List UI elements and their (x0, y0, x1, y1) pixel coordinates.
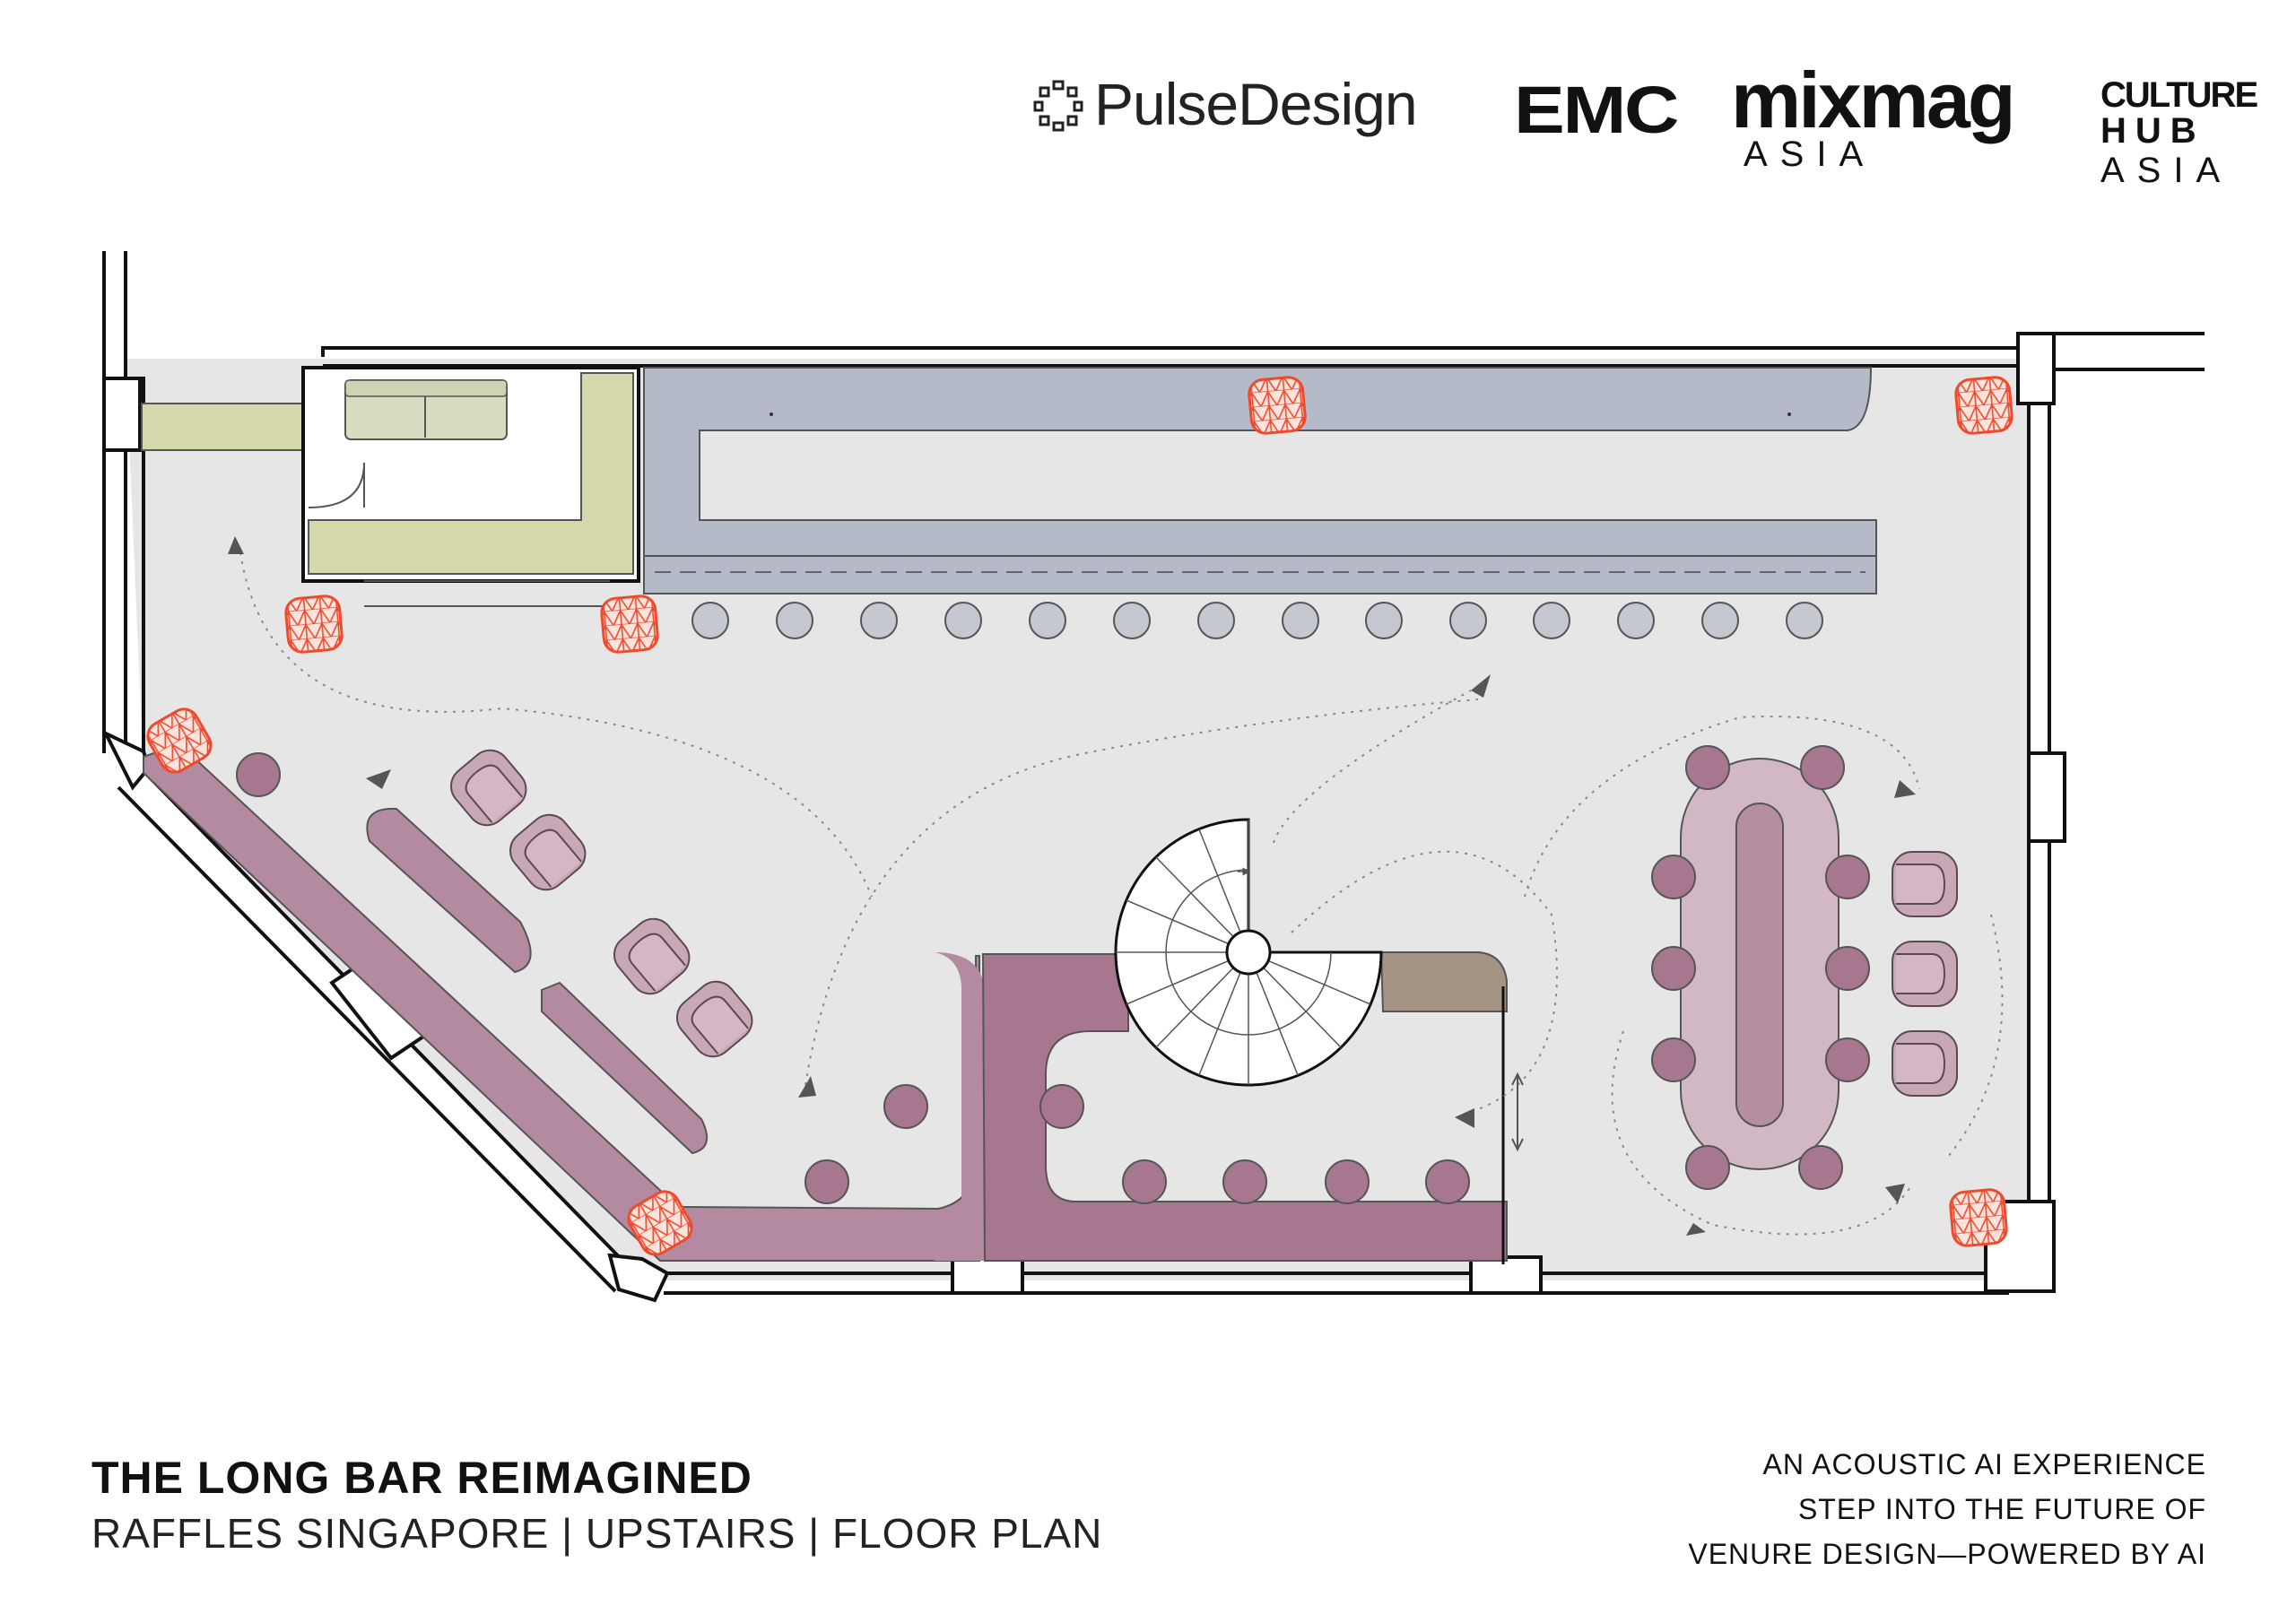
partner-logos: PulseDesign EMC mixmag ASIA CULTURE HUB … (0, 0, 2296, 215)
plan-caption: THE LONG BAR REIMAGINED RAFFLES SINGAPOR… (91, 1451, 1102, 1562)
mixmag-wordmark: mixmag (1731, 56, 2016, 144)
spiral-stair-icon (1114, 818, 1383, 1087)
seats (236, 752, 1470, 1204)
culture-hub-asia-logo: CULTURE HUB ASIA (2100, 75, 2258, 201)
culture-hub-line-2: HUB (2100, 111, 2205, 151)
flow-arrow-icon (228, 536, 1916, 1236)
pulse-design-wordmark: PulseDesign (1094, 71, 1418, 137)
speaker-icon (1246, 374, 1309, 437)
speaker-icon (1947, 1186, 2010, 1249)
tagline-line-3: VENURE DESIGN—POWERED BY AI (1688, 1538, 2206, 1570)
speaker-icon (283, 593, 345, 655)
pulse-ring-icon (1033, 80, 1083, 132)
tagline-line-1: AN ACOUSTIC AI EXPERIENCE (1762, 1448, 2206, 1480)
sofa-icon (344, 379, 508, 440)
columns (101, 332, 2066, 1303)
speaker-icon (598, 593, 661, 655)
mixmag-asia-label: ASIA (1744, 135, 1876, 174)
circulation-paths (239, 551, 2004, 1236)
bench-tables (366, 807, 709, 1155)
long-bar-counter (643, 367, 1877, 595)
mixmag-asia-logo: mixmag ASIA (1731, 56, 2016, 175)
vip-lounge (141, 366, 640, 607)
culture-hub-line-1: CULTURE (2100, 75, 2258, 115)
emc-logo: EMC (1514, 73, 1680, 147)
sliding-door (1511, 1072, 1524, 1152)
banquette-seating (143, 742, 1508, 1264)
culture-hub-line-3: ASIA (2100, 151, 2233, 190)
tagline-line-2: STEP INTO THE FUTURE OF (1797, 1493, 2206, 1525)
bar-stools (691, 602, 1823, 639)
dining-table (1651, 745, 1870, 1190)
page-subtitle: RAFFLES SINGAPORE | UPSTAIRS | FLOOR PLA… (91, 1510, 1103, 1557)
speaker-icon (1952, 374, 2015, 437)
page-title: THE LONG BAR REIMAGINED (91, 1453, 752, 1503)
tagline: AN ACOUSTIC AI EXPERIENCE STEP INTO THE … (1688, 1442, 2206, 1576)
